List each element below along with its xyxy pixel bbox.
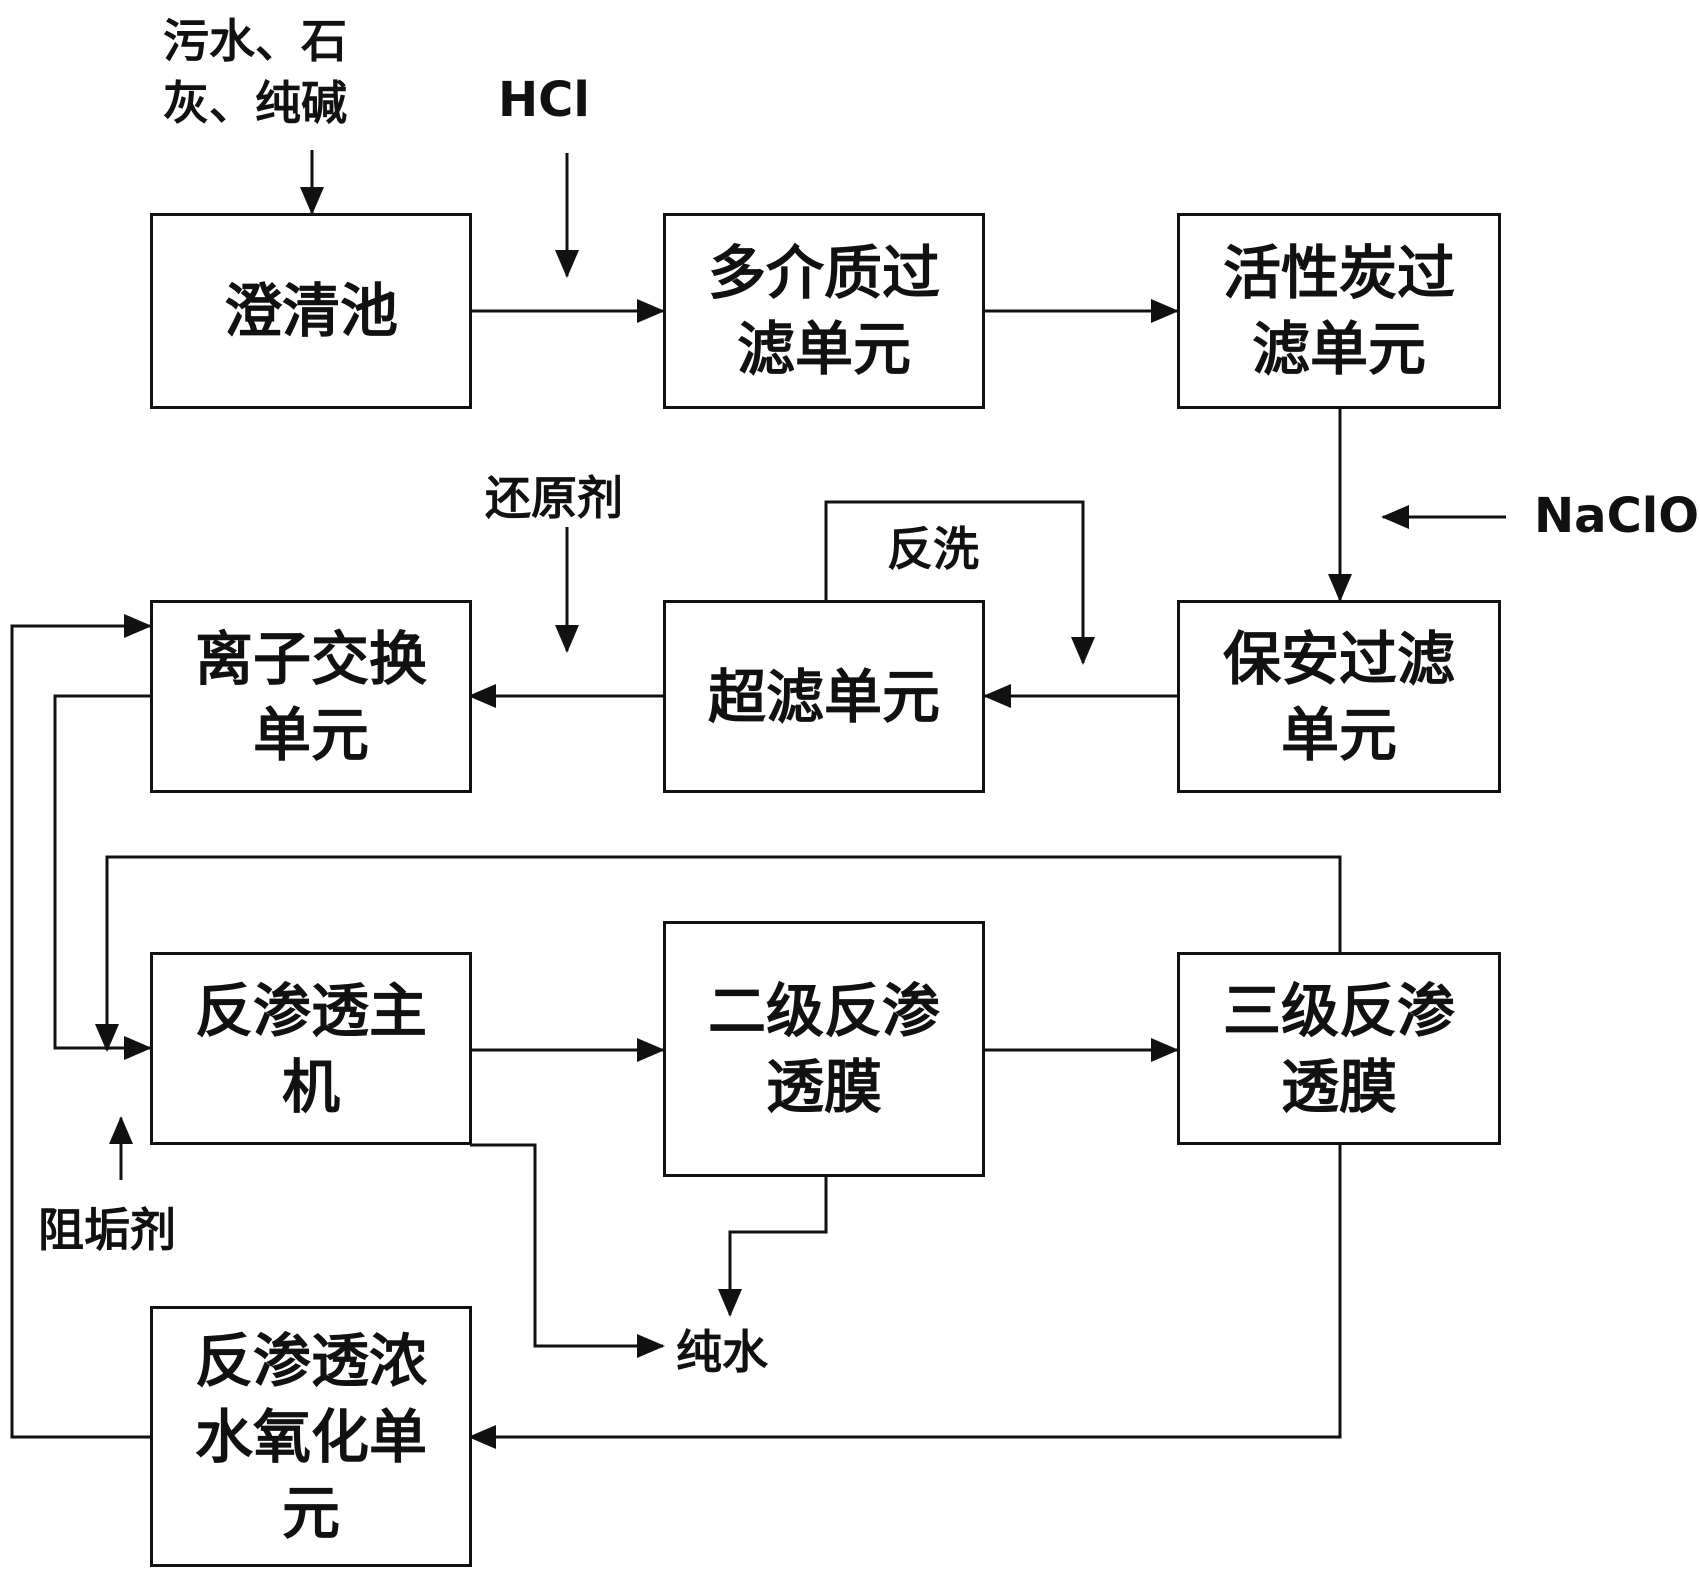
multimedia-filter-box: 多介质过滤单元 xyxy=(663,213,985,409)
ro-stage3-label: 三级反渗透膜 xyxy=(1222,976,1455,1121)
arrow-stage3-oxidation xyxy=(468,1145,1342,1449)
reducer-label: 还原剂 xyxy=(485,471,623,525)
arrow-stage3-return xyxy=(95,855,1342,1052)
ion-exchange-box: 离子交换单元 xyxy=(150,600,472,793)
arrow-backwash xyxy=(824,500,1095,665)
feed-label: 污水、石灰、纯碱 xyxy=(163,14,347,130)
ro-main-label: 反渗透主机 xyxy=(194,976,427,1121)
ro-stage3-box: 三级反渗透膜 xyxy=(1177,952,1501,1145)
pure-water-label: 纯水 xyxy=(676,1325,768,1379)
backwash-label: 反洗 xyxy=(887,522,979,576)
ro-stage2-box: 二级反渗透膜 xyxy=(663,921,985,1177)
carbon-filter-box: 活性炭过滤单元 xyxy=(1177,213,1501,409)
ion-exchange-label: 离子交换单元 xyxy=(194,624,427,769)
naclo-label: NaClO xyxy=(1534,488,1700,544)
ro-stage2-label: 二级反渗透膜 xyxy=(707,977,940,1121)
clarifier-label: 澄清池 xyxy=(223,277,398,345)
hcl-label: HCl xyxy=(498,72,590,128)
ultrafiltration-box: 超滤单元 xyxy=(663,600,985,793)
carbon-filter-label: 活性炭过滤单元 xyxy=(1222,239,1455,383)
security-filter-label: 保安过滤单元 xyxy=(1222,624,1455,769)
ro-oxidation-box: 反渗透浓水氧化单元 xyxy=(150,1306,472,1567)
arrow-romain-purewater xyxy=(470,1143,665,1358)
arrow-ionexchange-romain xyxy=(53,694,152,1060)
security-filter-box: 保安过滤单元 xyxy=(1177,600,1501,793)
antiscalant-label: 阻垢剂 xyxy=(38,1203,176,1257)
multimedia-filter-label: 多介质过滤单元 xyxy=(707,239,940,383)
arrow-stage2-purewater xyxy=(718,1177,828,1317)
ultrafiltration-label: 超滤单元 xyxy=(707,662,940,731)
arrow-oxidation-ionexchange xyxy=(10,614,152,1439)
clarifier-box: 澄清池 xyxy=(150,213,472,409)
ro-oxidation-label: 反渗透浓水氧化单元 xyxy=(194,1326,427,1547)
ro-main-box: 反渗透主机 xyxy=(150,952,472,1145)
